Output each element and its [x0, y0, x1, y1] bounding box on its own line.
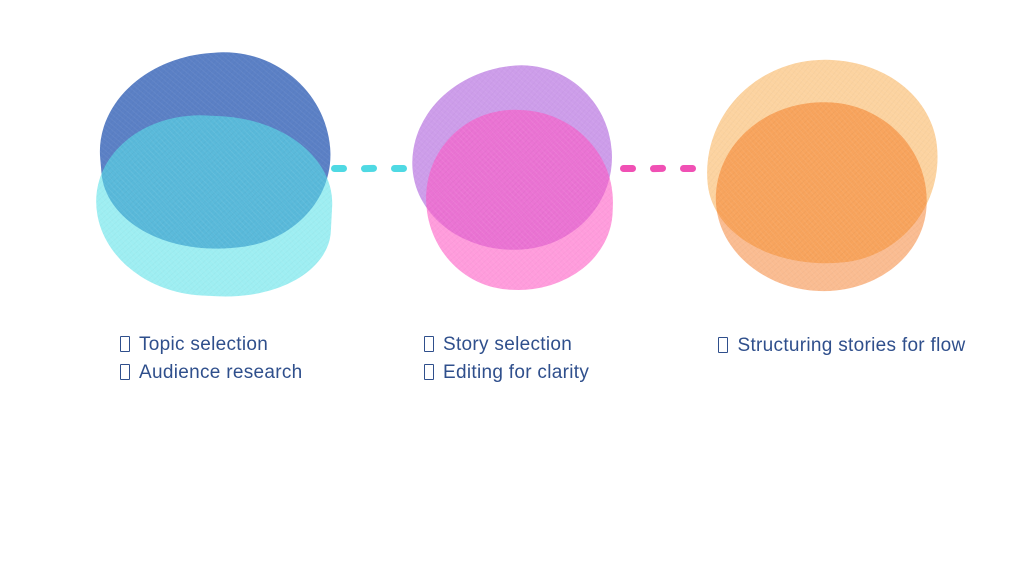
missing-glyph-icon [424, 364, 434, 380]
list-item: Editing for clarity [424, 359, 589, 387]
dash-segment [391, 165, 407, 172]
stage-3-blob-front [709, 94, 934, 299]
stage-item-label: Topic selection [139, 334, 269, 355]
stage-3-label-list: Structuring stories for flow [712, 332, 972, 360]
list-item: Story selection [424, 331, 589, 359]
stage-2-label-list: Story selection Editing for clarity [424, 331, 589, 387]
dash-segment [620, 165, 636, 172]
missing-glyph-icon [718, 337, 729, 353]
dash-segment [331, 165, 347, 172]
connector-dashed-1 [331, 164, 407, 173]
list-item: Structuring stories for flow [712, 332, 972, 360]
list-item: Topic selection [120, 331, 303, 359]
missing-glyph-icon [120, 364, 130, 380]
stage-1-label-list: Topic selection Audience research [120, 331, 303, 387]
list-item: Audience research [120, 359, 303, 387]
missing-glyph-icon [424, 336, 434, 352]
stage-2-blob-front [422, 106, 617, 294]
stage-1-blob-front [91, 109, 337, 303]
stage-item-label: Story selection [443, 334, 573, 355]
dash-segment [360, 164, 378, 173]
missing-glyph-icon [120, 336, 130, 352]
stage-item-label: Audience research [139, 362, 303, 383]
stage-item-label: Editing for clarity [443, 362, 590, 383]
stage-item-label: Structuring stories for flow [737, 335, 966, 356]
dash-segment [649, 164, 667, 173]
dash-segment [680, 165, 696, 172]
connector-dashed-2 [620, 164, 696, 173]
